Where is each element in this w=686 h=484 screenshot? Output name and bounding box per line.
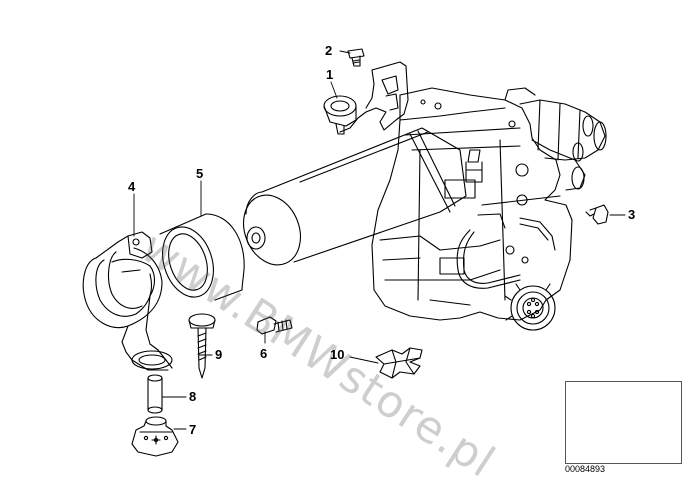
pump-motor <box>243 127 467 266</box>
part-6-screw <box>256 316 293 335</box>
callout-1: 1 <box>326 67 334 82</box>
part-9-screw <box>188 313 216 379</box>
vehicle-thumbnail-frame <box>565 381 682 464</box>
part-4-clamp <box>82 231 173 371</box>
callout-6: 6 <box>260 346 268 361</box>
callout-2: 2 <box>325 43 333 58</box>
callout-10: 10 <box>330 347 345 362</box>
part-3-bolt <box>585 204 609 225</box>
part-7-damper <box>131 416 179 457</box>
part-8-spacer <box>147 374 163 414</box>
callout-9: 9 <box>215 347 223 362</box>
callout-5: 5 <box>196 166 204 181</box>
part-1-bracket <box>323 61 409 135</box>
part-5-sleeve <box>159 213 245 301</box>
callout-4: 4 <box>128 179 136 194</box>
hydraulic-unit <box>371 87 607 331</box>
reference-number: 00084893 <box>565 464 606 474</box>
callout-7: 7 <box>189 422 197 437</box>
part-10-clip <box>375 347 423 379</box>
callout-3: 3 <box>628 207 636 222</box>
part-2-bolt <box>347 48 365 67</box>
leader-lines <box>133 50 626 430</box>
callout-8: 8 <box>189 389 197 404</box>
